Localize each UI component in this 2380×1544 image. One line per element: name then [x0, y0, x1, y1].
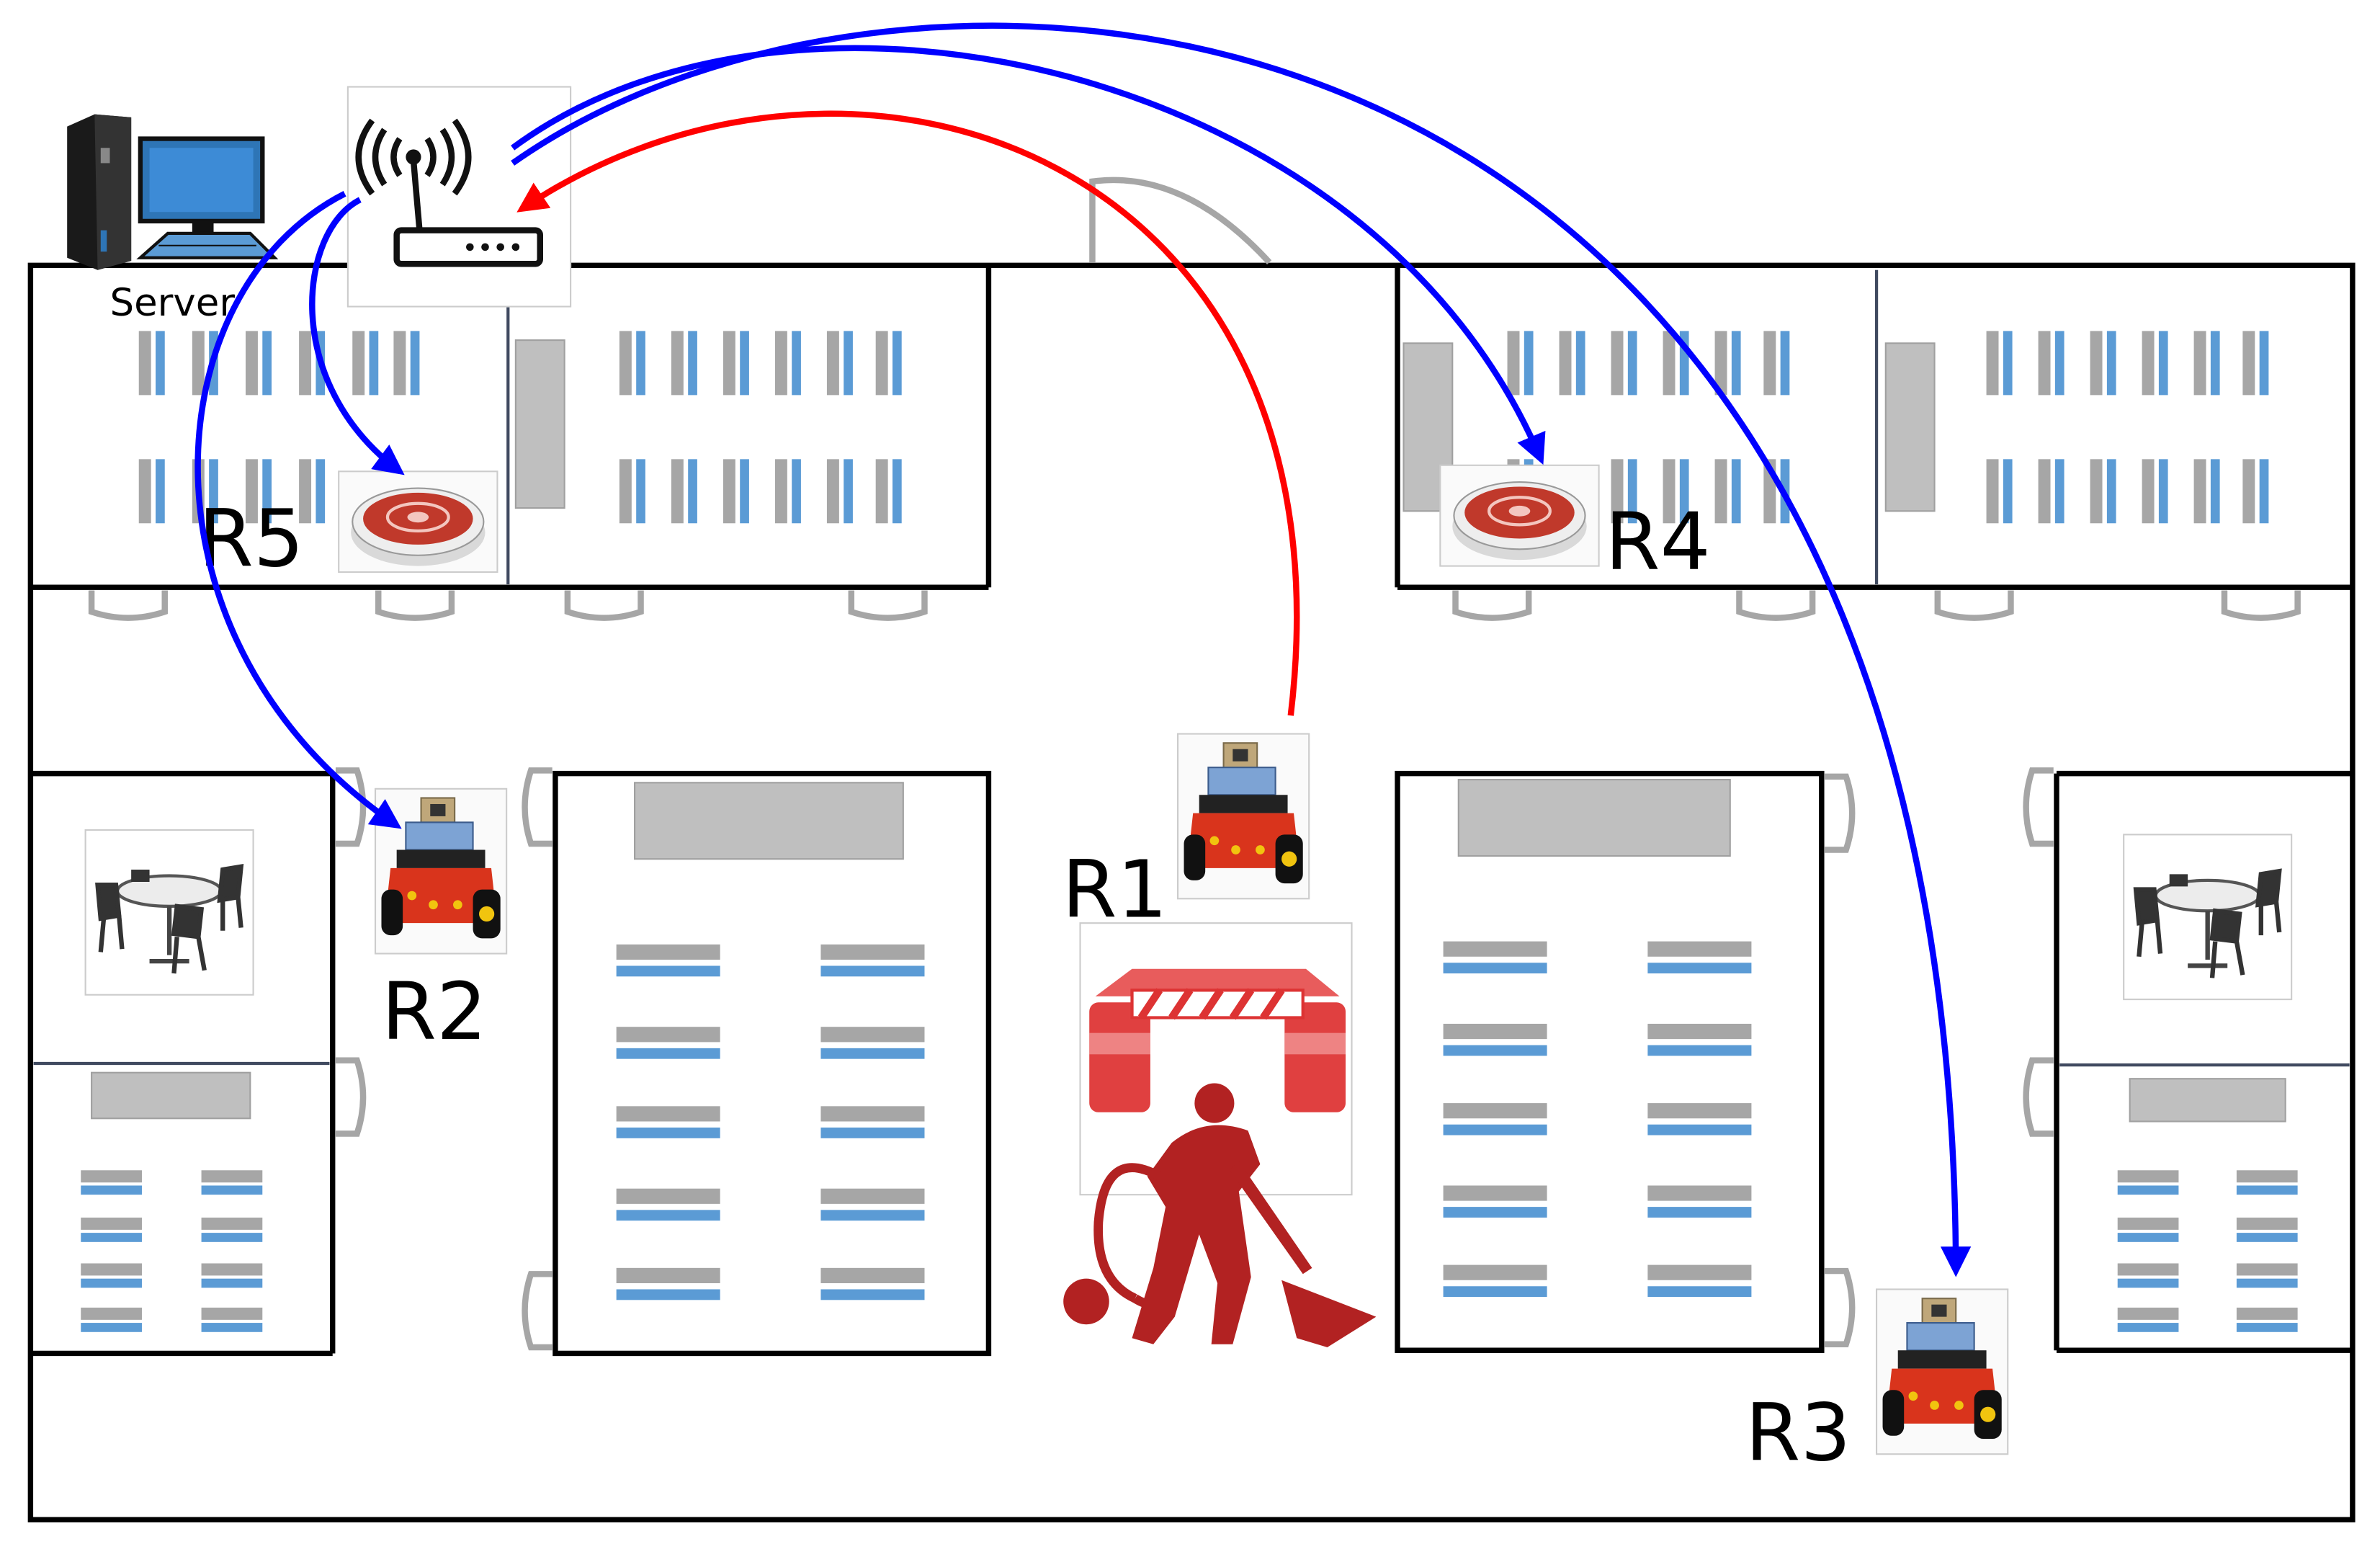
server-tower-icon	[67, 114, 132, 270]
cleaning-worker-icon	[1063, 1083, 1377, 1347]
round-table-icon	[86, 830, 254, 995]
arrow-router-to-r4	[511, 45, 1546, 465]
arrow-router-to-r3	[511, 22, 1972, 1277]
robot-label-r3: R3	[1745, 1387, 1851, 1479]
round-table-icon	[2124, 834, 2291, 999]
building-walls	[27, 262, 2356, 1523]
pioneer-robot-icon	[1176, 733, 1310, 900]
robot-label-r1: R1	[1062, 844, 1168, 936]
arrow-router-to-r5	[309, 197, 405, 476]
robot-label-r5: R5	[198, 493, 304, 585]
robot-label-r2: R2	[381, 965, 487, 1058]
pioneer-robot-icon	[374, 787, 508, 955]
arrow-r1-to-router	[516, 110, 1300, 716]
center-left-room-furniture	[616, 782, 925, 1300]
center-right-room-furniture	[1443, 779, 1752, 1298]
roomba-robot-icon	[339, 471, 497, 572]
top-left-shelves	[138, 331, 902, 524]
roomba-robot-icon	[1440, 465, 1598, 566]
right-side-rooms	[2117, 834, 2298, 1332]
pioneer-robot-icon	[1876, 1288, 2009, 1455]
robot-label-r4: R4	[1605, 496, 1711, 588]
communication-arrows	[194, 22, 1972, 1277]
desktop-computer-icon	[136, 136, 279, 259]
arrow-router-to-r2	[194, 191, 402, 829]
server-label: Server	[109, 281, 235, 325]
doors	[91, 177, 2298, 1347]
room-partitions	[33, 269, 2350, 1067]
left-side-rooms	[81, 830, 263, 1332]
